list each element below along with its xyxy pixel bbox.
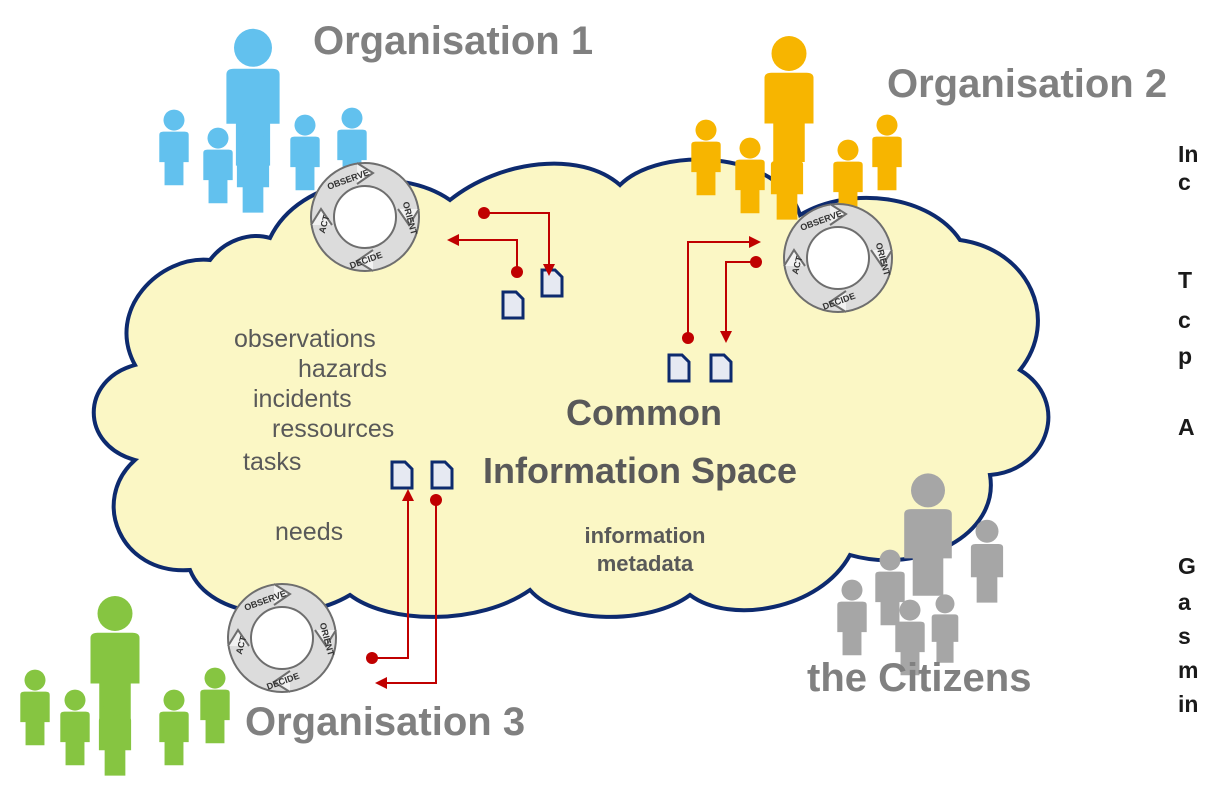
organisation-3-label: Organisation 3 [245,700,526,744]
organisation-2-label: Organisation 2 [887,62,1168,106]
arrowhead [402,489,414,501]
ooda-act-label: ACT [790,255,805,276]
ooda-loop-organisation-1-icon: OBSERVE ORIENT DECIDE ACT [310,162,420,272]
side-text-fragment: s [1178,623,1191,649]
arrow-origin-dot [682,332,694,344]
arrowhead [720,331,732,343]
metadata-label-line-1: information [584,523,706,548]
ooda-act-label: ACT [317,214,332,235]
side-text-fragment: In [1178,141,1199,167]
document-icon [667,353,691,383]
publish-arrow [484,212,550,270]
side-text-fragment: c [1178,169,1191,195]
subscribe-arrow [455,239,518,272]
cloud-item-hazards: hazards [298,355,387,383]
side-text-fragment: p [1178,343,1193,369]
subscribe-arrow [725,261,756,337]
metadata-label-line-2: metadata [596,551,694,576]
arrow-origin-dot [430,494,442,506]
side-text-fragment: T [1178,267,1193,293]
side-text-fragment: G [1178,553,1196,579]
organisation-3-people-icon [20,596,230,776]
arrowhead [749,236,761,248]
ooda-act-label: ACT [234,635,249,656]
side-text-fragment: A [1178,414,1195,440]
arrow-origin-dot [366,652,378,664]
cloud-item-needs: needs [275,518,344,546]
arrowhead [543,264,555,276]
cloud-title-line-1: Common [566,392,722,433]
side-text-fragment: a [1178,589,1191,615]
side-text-fragment: in [1178,691,1199,717]
publish-arrow [687,241,753,338]
subscribe-arrow [383,500,437,684]
side-text-fragment: m [1178,657,1199,683]
document-icon [390,460,414,490]
cloud-item-incidents: incidents [253,385,352,413]
organisation-1-label: Organisation 1 [313,19,594,63]
arrow-origin-dot [750,256,762,268]
cloud-title-line-2: Information Space [482,450,798,491]
side-text-fragment: c [1178,307,1191,333]
document-icon [709,353,733,383]
cloud-item-ressources: ressources [272,415,395,443]
document-icon [501,290,525,320]
arrowhead [447,234,459,246]
arrowhead [375,677,387,689]
cloud-item-tasks: tasks [243,448,302,476]
cloud-item-observations: observations [234,325,376,353]
ooda-loop-organisation-3-icon: OBSERVE ORIENT DECIDE ACT [227,583,337,693]
document-icon [540,268,564,298]
publish-arrow [372,497,409,659]
arrow-origin-dot [511,266,523,278]
ooda-loop-organisation-2-icon: OBSERVE ORIENT DECIDE ACT [783,203,893,313]
arrow-origin-dot [478,207,490,219]
citizens-label: the Citizens [807,656,1032,700]
